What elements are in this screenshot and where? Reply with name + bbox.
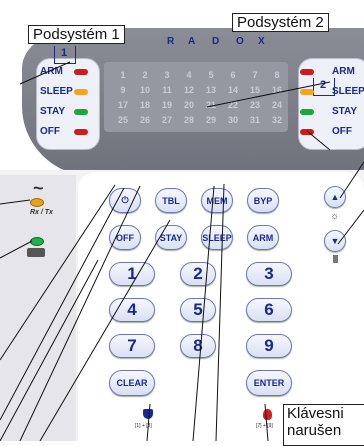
zone-number: 29: [203, 115, 219, 125]
zone-number: 25: [115, 115, 131, 125]
zone-number: 6: [225, 70, 241, 80]
panic-label-left: [1] + [3]: [135, 423, 152, 429]
digit-6-button[interactable]: 6: [246, 298, 292, 322]
zone-number: 9: [115, 85, 131, 95]
arrow-down-button[interactable]: ▼: [324, 230, 346, 252]
callout-bottom-line2: narušen: [287, 422, 364, 439]
rxtx-label: Rx / Tx: [30, 209, 53, 216]
status-led-sleep: [300, 89, 314, 95]
fire-icon: [263, 409, 272, 420]
police-icon: [143, 409, 153, 419]
status-led-arm: [74, 69, 88, 75]
digit-4-button[interactable]: 4: [109, 298, 155, 322]
mem-button[interactable]: MEM: [201, 188, 233, 213]
callout-subsystem-2: Podsystém 2: [232, 13, 329, 32]
brand-letter: D: [212, 36, 219, 47]
digit-8-button[interactable]: 8: [180, 334, 216, 358]
status-label-arm: ARM: [332, 66, 355, 77]
zone-number: 3: [159, 70, 175, 80]
brightness-icon: ☼: [330, 211, 339, 222]
zone-number: 7: [247, 70, 263, 80]
stay-button[interactable]: STAY: [155, 225, 187, 250]
status-led-stay: [74, 109, 88, 115]
status-label-sleep: SLEEP: [332, 86, 364, 97]
zone-number: 10: [137, 85, 153, 95]
zone-number: 4: [181, 70, 197, 80]
rxtx-led: [30, 198, 44, 207]
status-led-off: [74, 129, 88, 135]
zone-number: 17: [115, 100, 131, 110]
zone-number: 31: [247, 115, 263, 125]
byp-button[interactable]: BYP: [247, 188, 279, 213]
digit-3-button[interactable]: 3: [246, 262, 292, 286]
callout-bottom: Klávesni narušen: [283, 404, 364, 446]
zone-number: 14: [225, 85, 241, 95]
digit-1-button[interactable]: 1: [109, 262, 155, 286]
status-led-sleep: [74, 89, 88, 95]
zone-number: 24: [269, 100, 285, 110]
callout-bottom-line1: Klávesni: [287, 405, 364, 422]
digit-9-button[interactable]: 9: [246, 334, 292, 358]
status-label-off: OFF: [40, 126, 60, 137]
zone-number: 26: [137, 115, 153, 125]
zone-number: 12: [181, 85, 197, 95]
zone-number: 15: [247, 85, 263, 95]
status-label-stay: STAY: [40, 106, 65, 117]
trouble-icon: [27, 248, 45, 257]
arrow-up-button[interactable]: ▲: [324, 186, 346, 208]
digit-5-button[interactable]: 5: [180, 298, 216, 322]
zone-number: 23: [247, 100, 263, 110]
subsystem-1-icon: 1: [54, 46, 76, 64]
subsystem-1-icon-number: 1: [61, 47, 67, 59]
brand-letter: O: [236, 36, 244, 47]
zone-number: 18: [137, 100, 153, 110]
power-button[interactable]: ⏻: [109, 188, 141, 213]
zone-number: 28: [181, 115, 197, 125]
brand-letter: A: [188, 36, 195, 47]
enter-button[interactable]: ENTER: [246, 370, 292, 396]
zone-number: 30: [225, 115, 241, 125]
zone-number: 5: [203, 70, 219, 80]
status-led-stay: [300, 109, 314, 115]
clear-button[interactable]: CLEAR: [109, 370, 155, 396]
zone-number: 32: [269, 115, 285, 125]
zone-number: 1: [115, 70, 131, 80]
trouble-led: [30, 237, 44, 246]
off-button[interactable]: OFF: [109, 225, 141, 250]
tbl-button[interactable]: TBL: [155, 188, 187, 213]
status-led-arm: [300, 69, 314, 75]
ac-power-symbol: ~: [33, 178, 44, 199]
zone-number: 21: [203, 100, 219, 110]
volume-icon: [333, 255, 338, 263]
zone-number: 11: [159, 85, 175, 95]
zone-number: 22: [225, 100, 241, 110]
zone-number: 27: [159, 115, 175, 125]
zone-number: 20: [181, 100, 197, 110]
zone-number: 8: [269, 70, 285, 80]
sleep-button[interactable]: SLEEP: [201, 225, 233, 250]
status-label-sleep: SLEEP: [40, 86, 73, 97]
zone-number: 2: [137, 70, 153, 80]
subsystem-2-icon-number: 2: [320, 79, 326, 91]
zone-number: 13: [203, 85, 219, 95]
panic-label-right: [7] + [9]: [256, 423, 273, 429]
status-label-stay: STAY: [332, 106, 357, 117]
zone-number: 16: [269, 85, 285, 95]
digit-7-button[interactable]: 7: [109, 334, 155, 358]
digit-2-button[interactable]: 2: [180, 262, 216, 286]
brand-letter: X: [258, 36, 265, 47]
status-led-off: [300, 129, 314, 135]
brand-letter: R: [167, 36, 174, 47]
status-label-off: OFF: [332, 126, 352, 137]
status-label-arm: ARM: [40, 66, 63, 77]
arm-button[interactable]: ARM: [247, 225, 279, 250]
callout-subsystem-1: Podsystém 1: [28, 25, 125, 44]
zone-number: 19: [159, 100, 175, 110]
